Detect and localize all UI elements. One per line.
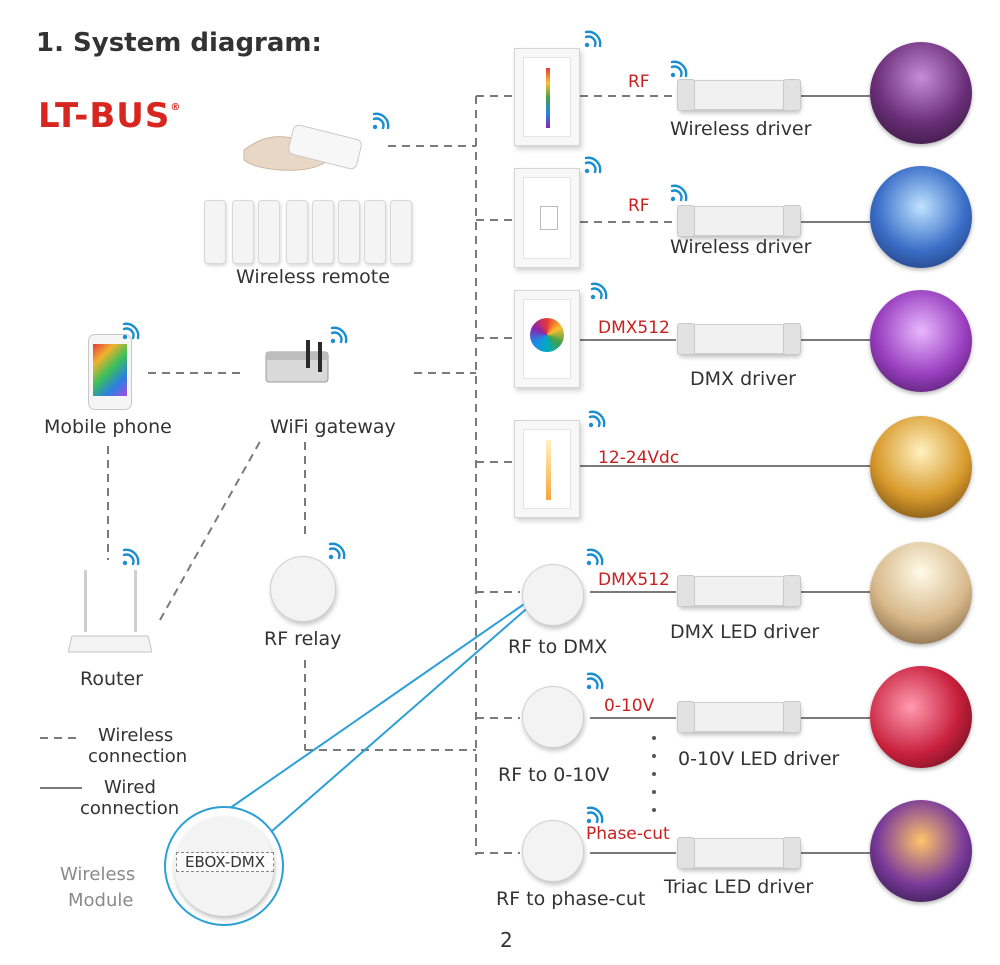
legend-wireless-line1: Wireless	[98, 725, 174, 746]
wifi-icon	[670, 60, 688, 78]
wifi-icon	[328, 542, 346, 560]
light-photo	[870, 542, 972, 644]
light-photo	[870, 800, 972, 902]
signal-label-rf: RF	[628, 72, 650, 92]
wifi-icon	[588, 410, 606, 428]
phone-icon	[88, 334, 132, 410]
wifi-icon	[584, 156, 602, 174]
rf-relay-label: RF relay	[264, 628, 342, 650]
light-photo	[870, 416, 972, 518]
light-photo	[870, 166, 972, 268]
wifi-icon	[372, 112, 390, 130]
brand-logo: LT-BUS®	[38, 96, 182, 136]
wifi-icon	[586, 548, 604, 566]
rf-to-010v-icon	[522, 686, 584, 748]
page-number: 2	[500, 928, 513, 952]
light-photo	[870, 666, 972, 768]
gateway-icon	[262, 340, 334, 386]
router-label: Router	[80, 668, 143, 690]
wireless-remote-label: Wireless remote	[236, 266, 390, 288]
rf-to-010v-label: RF to 0-10V	[498, 764, 610, 786]
driver-icon	[677, 79, 801, 111]
rf-to-dmx-label: RF to DMX	[508, 636, 608, 658]
wifi-gateway-label: WiFi gateway	[270, 416, 396, 438]
rf-to-phasecut-icon	[522, 820, 584, 882]
driver-icon	[677, 701, 801, 733]
signal-label-phase-cut: Phase-cut	[586, 824, 670, 844]
signal-label-dmx512: DMX512	[598, 318, 670, 338]
remote-icon	[258, 200, 280, 264]
wifi-icon	[590, 282, 608, 300]
signal-label-0-10v: 0-10V	[604, 696, 655, 716]
driver-icon	[677, 205, 801, 237]
continuation-dots	[652, 736, 656, 826]
driver-icon	[677, 575, 801, 607]
driver-label: Wireless driver	[670, 236, 812, 258]
driver-icon	[677, 323, 801, 355]
wifi-icon	[670, 184, 688, 202]
router-icon	[67, 566, 153, 662]
driver-label: DMX driver	[690, 368, 796, 390]
remote-icon	[390, 200, 412, 264]
rf-to-phasecut-label: RF to phase-cut	[496, 888, 646, 910]
driver-label: Wireless driver	[670, 118, 812, 140]
remote-icon	[312, 200, 334, 264]
wifi-icon	[122, 322, 140, 340]
driver-label: Triac LED driver	[664, 876, 814, 898]
light-photo	[870, 42, 972, 144]
wifi-icon	[586, 806, 604, 824]
ebox-dmx-module: EBOX-DMX	[164, 806, 284, 926]
wifi-icon	[122, 548, 140, 566]
signal-label-12-24vdc: 12-24Vdc	[598, 448, 680, 468]
panel-icon	[514, 290, 580, 388]
panel-icon	[514, 168, 580, 268]
rf-to-dmx-icon	[522, 564, 584, 626]
driver-label: DMX LED driver	[670, 621, 820, 643]
remote-icon	[286, 200, 308, 264]
legend-wired-line2: connection	[80, 798, 180, 819]
panel-icon	[514, 420, 580, 518]
module-name: EBOX-DMX	[176, 852, 274, 872]
module-side-label-1: Wireless	[60, 864, 136, 885]
remote-hand-icon	[240, 112, 370, 182]
driver-label: 0-10V LED driver	[678, 748, 840, 770]
driver-icon	[677, 837, 801, 869]
legend-wired-line1: Wired	[104, 777, 156, 798]
light-photo	[870, 290, 972, 392]
signal-label-rf: RF	[628, 196, 650, 216]
signal-label-dmx512: DMX512	[598, 570, 670, 590]
rf-relay-icon	[270, 556, 336, 622]
remote-icon	[338, 200, 360, 264]
remote-icon	[204, 200, 226, 264]
wifi-icon	[584, 30, 602, 48]
module-side-label-2: Module	[68, 890, 134, 911]
page-title: 1. System diagram:	[36, 28, 322, 58]
legend-wireless-line2: connection	[88, 746, 188, 767]
panel-icon	[514, 48, 580, 146]
wifi-icon	[586, 672, 604, 690]
remote-icon	[364, 200, 386, 264]
wifi-icon	[330, 326, 348, 344]
remote-icon	[232, 200, 254, 264]
mobile-phone-label: Mobile phone	[44, 416, 172, 438]
